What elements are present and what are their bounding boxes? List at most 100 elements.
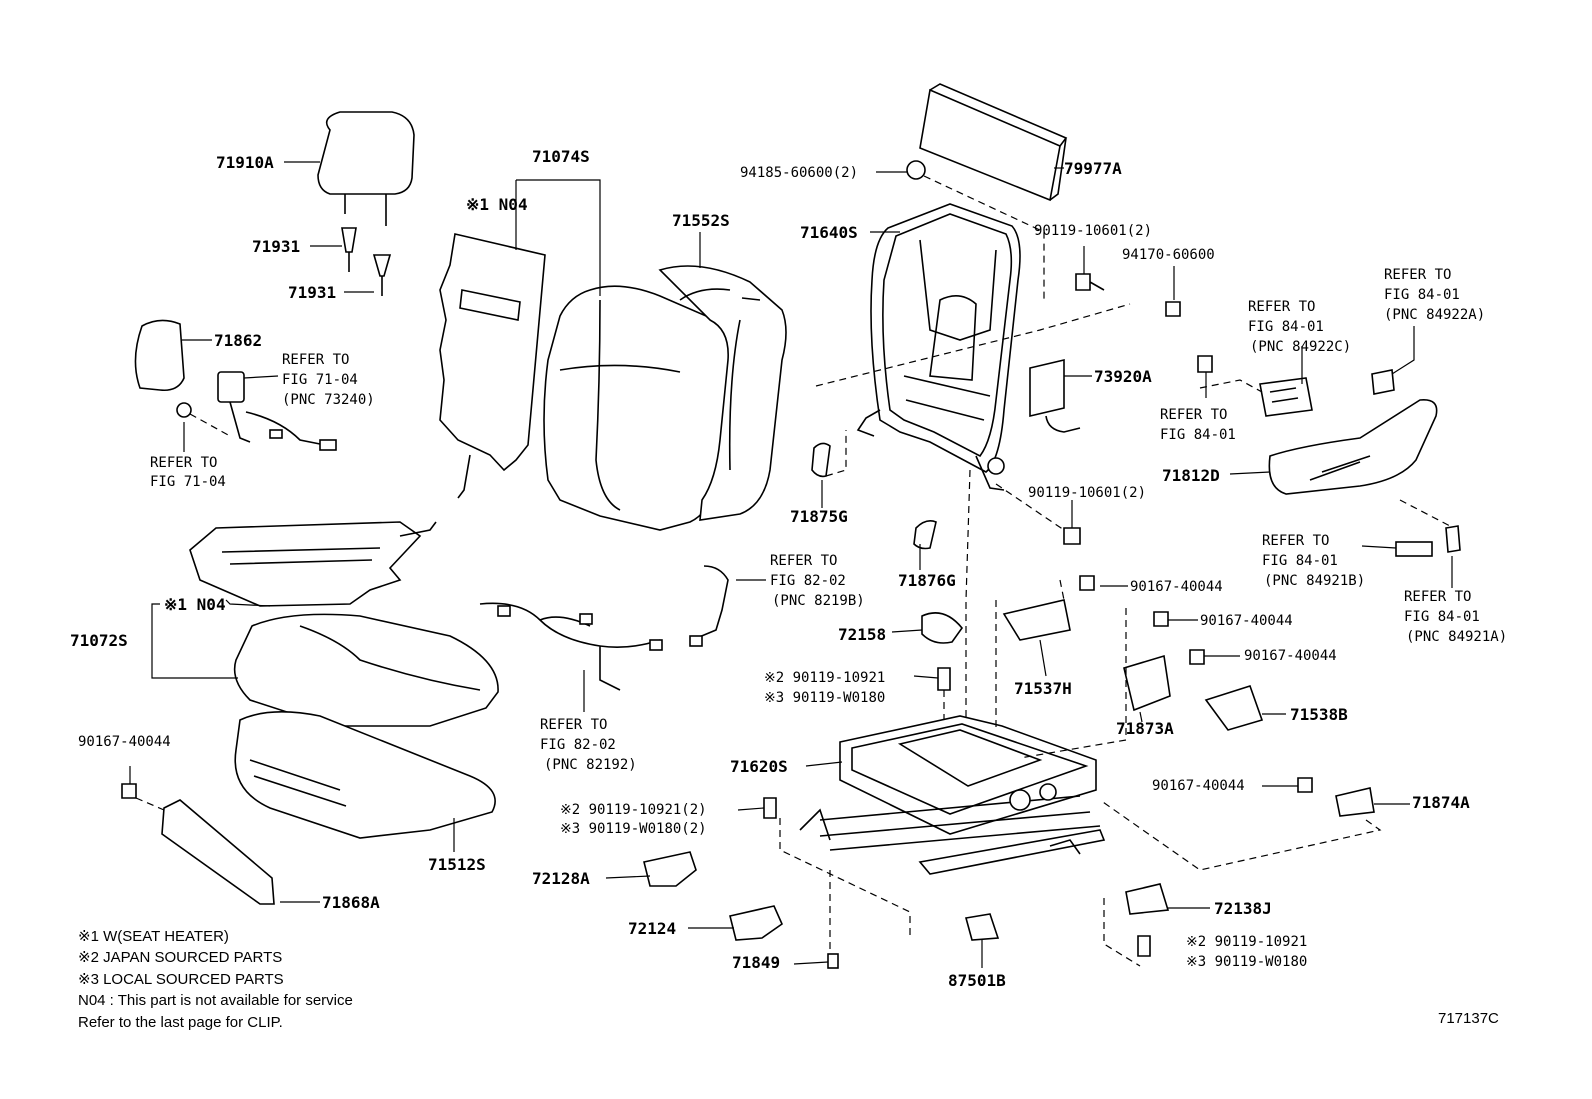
label-71931-a: 71931 [252,237,300,256]
footnote-2: ※2 JAPAN SOURCED PARTS [78,949,282,966]
bracket-71538B [1204,685,1264,731]
seatback-pad [658,265,787,521]
label-n04-a: ※1 N04 [466,195,528,214]
heater-pad-cushion [189,521,422,607]
ref-82-02-a-line1: REFER TO [770,553,837,569]
label-71072S: 71072S [70,631,128,650]
label-bolt-3b: ※3 90119-W0180(2) [560,821,707,837]
label-94170: 94170-60600 [1122,247,1215,263]
bolt-90119-e [1137,935,1151,957]
ref-84-01-e-line2: FIG 84-01 [1404,609,1480,625]
label-90167-d: 90167-40044 [78,734,171,750]
label-bolt-3a: ※3 90119-W0180 [764,690,885,706]
label-71640S: 71640S [800,223,858,242]
label-90119-10601-a: 90119-10601(2) [1034,223,1152,239]
label-90167-e: 90167-40044 [1152,778,1245,794]
ref-84-01-d-line2: FIG 84-01 [1160,427,1236,443]
cushion-cover [233,613,499,727]
label-90119-10601-b: 90119-10601(2) [1028,485,1146,501]
ref-71-04-b-line2: FIG 71-04 [150,474,226,490]
label-71552S: 71552S [672,211,730,230]
ref-82-02-b-line1: REFER TO [540,717,607,733]
label-72128A: 72128A [532,869,590,888]
cover-72124 [729,905,783,941]
cover-72128A [643,851,697,887]
label-71849: 71849 [732,953,780,972]
bracket-71537H [1002,599,1071,641]
diagram-code: 717137C [1438,1010,1499,1027]
ref-71-04-a-line2: FIG 71-04 [282,372,358,388]
module-73920A [1029,358,1081,433]
bolt-90119-d [763,797,777,819]
bracket-71873A [1123,654,1171,712]
label-bolt-2a: ※2 90119-10921 [764,670,885,686]
trim-71868A [161,799,275,905]
label-71874A: 71874A [1412,793,1470,812]
board-79977A [919,83,1068,202]
label-bolt-2b: ※2 90119-10921(2) [560,802,707,818]
assembly-lines [135,175,1451,967]
screw-90167-c [1189,649,1205,665]
label-94185: 94185-60600(2) [740,165,858,181]
buckle-illustration [176,371,337,451]
screw-90167-b [1153,611,1169,627]
screw-90167-d [1297,777,1313,793]
label-bolt-3c: ※3 90119-W0180 [1186,954,1307,970]
label-71074S: 71074S [532,147,590,166]
label-90167-a: 90167-40044 [1130,579,1223,595]
ref-84-01-b-line3: (PNC 84921B) [1264,573,1365,589]
headrest-illustration [317,111,415,296]
label-72158: 72158 [838,625,886,644]
part-labels: 71910A 71931 71931 71862 REFER TO FIG 71… [70,147,1507,1027]
label-72138J: 72138J [1214,899,1272,918]
ref-84-01-a-line2: FIG 84-01 [1384,287,1460,303]
ref-82-02-a-line2: FIG 82-02 [770,573,846,589]
clip-71875G [811,442,831,478]
label-71910A: 71910A [216,153,274,172]
label-71512S: 71512S [428,855,486,874]
ref-84-01-b-line1: REFER TO [1262,533,1329,549]
bolt-90119-b [1063,527,1081,545]
knob-84921A [1445,525,1461,553]
bolt-90119-a [1075,273,1105,291]
label-n04-b: ※1 N04 [164,595,226,614]
ref-84-01-a-line1: REFER TO [1384,267,1451,283]
sensor-87501B [964,913,1000,941]
label-71538B: 71538B [1290,705,1348,724]
cover-71862 [134,319,185,392]
ref-84-01-a-line3: (PNC 84922A) [1384,307,1485,323]
seatback-frame [856,203,1021,491]
label-71812D: 71812D [1162,466,1220,485]
label-71620S: 71620S [730,757,788,776]
label-71537H: 71537H [1014,679,1072,698]
footnotes: ※1 W(SEAT HEATER) ※2 JAPAN SOURCED PARTS… [78,928,353,1031]
ref-82-02-b-line3: (PNC 82192) [544,757,637,773]
knob-84922A [1371,369,1395,395]
switch-84922C [1197,355,1313,417]
label-71868A: 71868A [322,893,380,912]
ref-71-04-b-line1: REFER TO [150,455,217,471]
bolt-90119-c [937,667,951,691]
ref-84-01-d-line1: REFER TO [1160,407,1227,423]
ref-84-01-c-line1: REFER TO [1248,299,1315,315]
label-90167-b: 90167-40044 [1200,613,1293,629]
part-72138J [1125,883,1170,915]
side-shield-71812D [1268,399,1438,495]
footnote-4: N04 : This part is not available for ser… [78,992,353,1009]
label-72124: 72124 [628,919,676,938]
nut-94185 [906,160,926,180]
bracket-71874A [1335,787,1375,817]
clip-71849 [827,953,839,969]
ref-82-02-a-line3: (PNC 8219B) [772,593,865,609]
ref-71-04-a-line3: (PNC 73240) [282,392,375,408]
ref-71-04-a-line1: REFER TO [282,352,349,368]
clip-71876G [913,520,937,550]
part-72158 [921,612,964,644]
footnote-3: ※3 LOCAL SOURCED PARTS [78,971,284,988]
footnote-1: ※1 W(SEAT HEATER) [78,928,229,945]
ref-84-01-e-line1: REFER TO [1404,589,1471,605]
cushion-pad [234,711,496,839]
ref-82-02-b-line2: FIG 82-02 [540,737,616,753]
